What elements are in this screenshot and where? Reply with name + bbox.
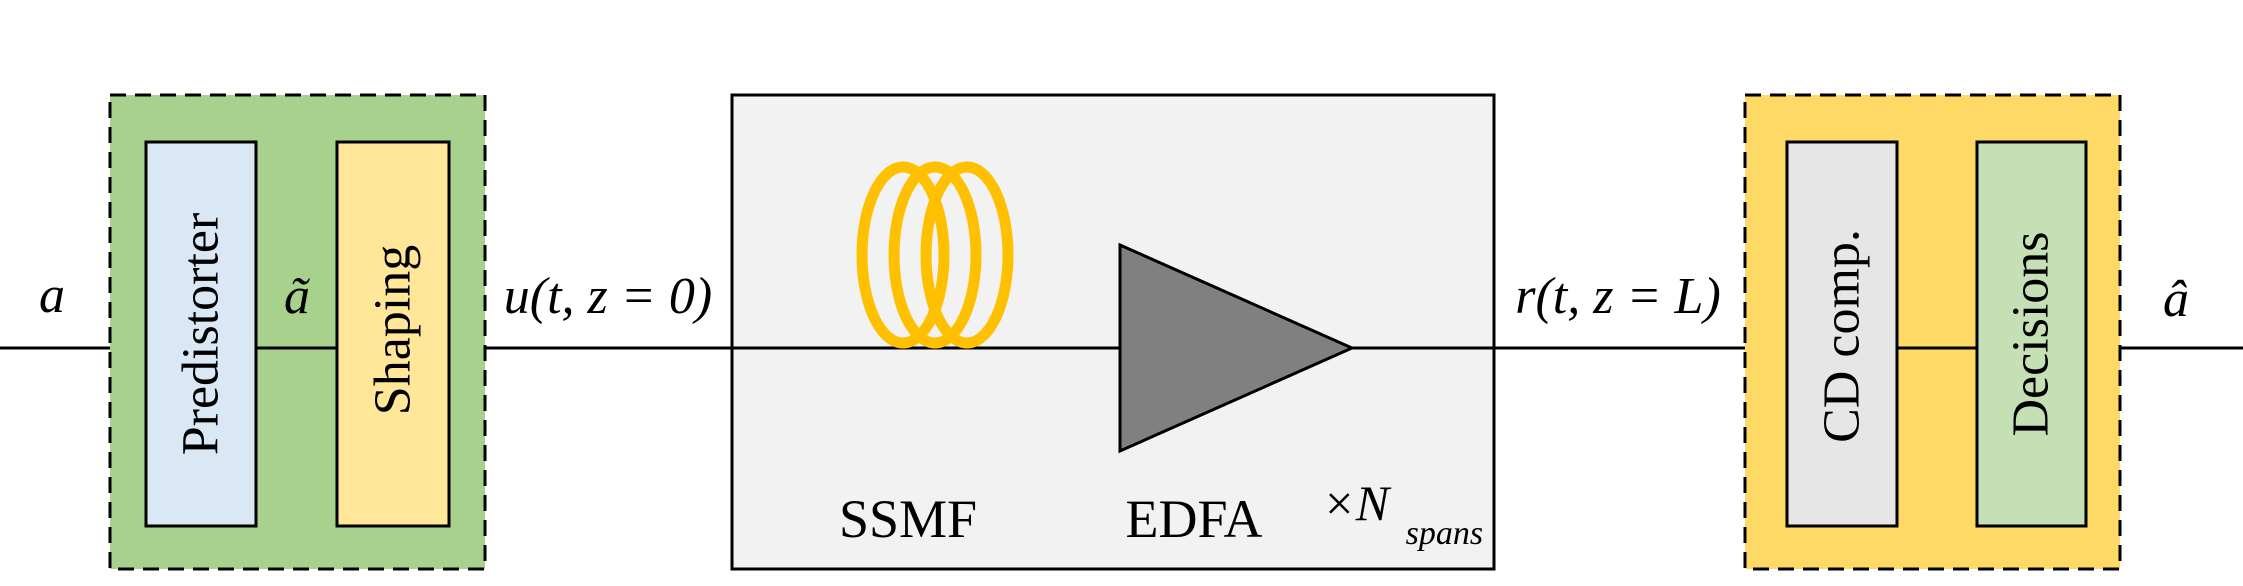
- signal-tx-output-label: u(t, z = 0): [504, 268, 712, 325]
- decisions-label: Decisions: [2003, 231, 2060, 436]
- amplifier-triangle-icon: [1118, 242, 1356, 454]
- shaping-block: [335, 140, 451, 528]
- spans-prefix: ×N: [1322, 475, 1392, 531]
- decisions-block: [1975, 140, 2088, 528]
- shaping-label: Shaping: [365, 245, 422, 415]
- cd-comp-block: [1785, 140, 1899, 528]
- fiber-label: SSMF: [839, 489, 977, 549]
- cd-comp-label: CD comp.: [1814, 229, 1871, 443]
- spans-label: ×N spans: [1322, 475, 1483, 552]
- predistorter-label: Predistorter: [173, 213, 230, 456]
- spans-subscript: spans: [1406, 515, 1483, 552]
- signal-input-label: a: [39, 267, 65, 324]
- amplifier-label: EDFA: [1125, 489, 1262, 549]
- signal-predistorted-label: ã: [284, 268, 310, 325]
- predistorter-block: [144, 140, 258, 528]
- signal-output-label: â: [2163, 271, 2189, 328]
- link-box: [730, 93, 1496, 571]
- signal-rx-input-label: r(t, z = L): [1515, 268, 1721, 325]
- fiber-coil-icon: [856, 161, 1014, 349]
